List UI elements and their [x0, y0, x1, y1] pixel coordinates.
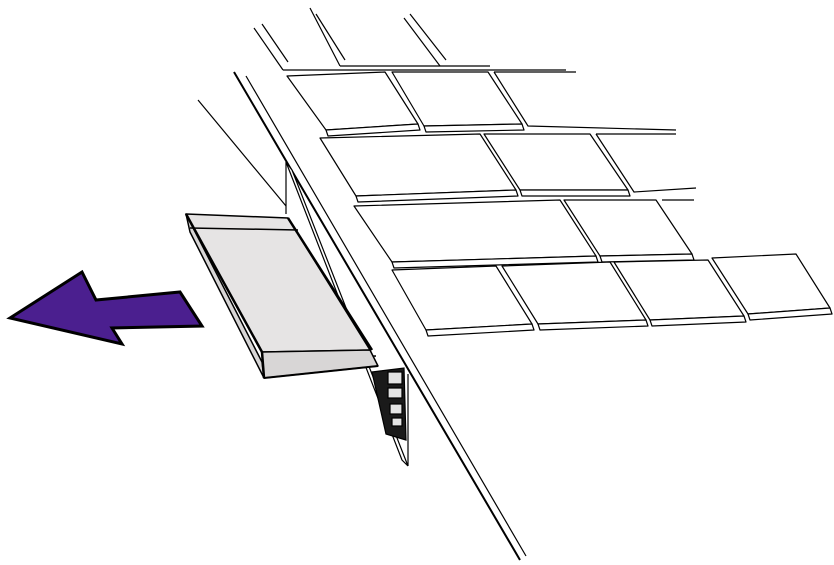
keyboard-top-edge [254, 8, 566, 70]
key-row-1 [287, 72, 676, 136]
expansion-card-icon [186, 214, 378, 378]
key-row-2 [320, 134, 696, 202]
keyboard-icon [254, 8, 832, 336]
key-row-3 [354, 200, 694, 268]
card-connector [372, 368, 406, 440]
arrow-left-icon [10, 272, 202, 344]
